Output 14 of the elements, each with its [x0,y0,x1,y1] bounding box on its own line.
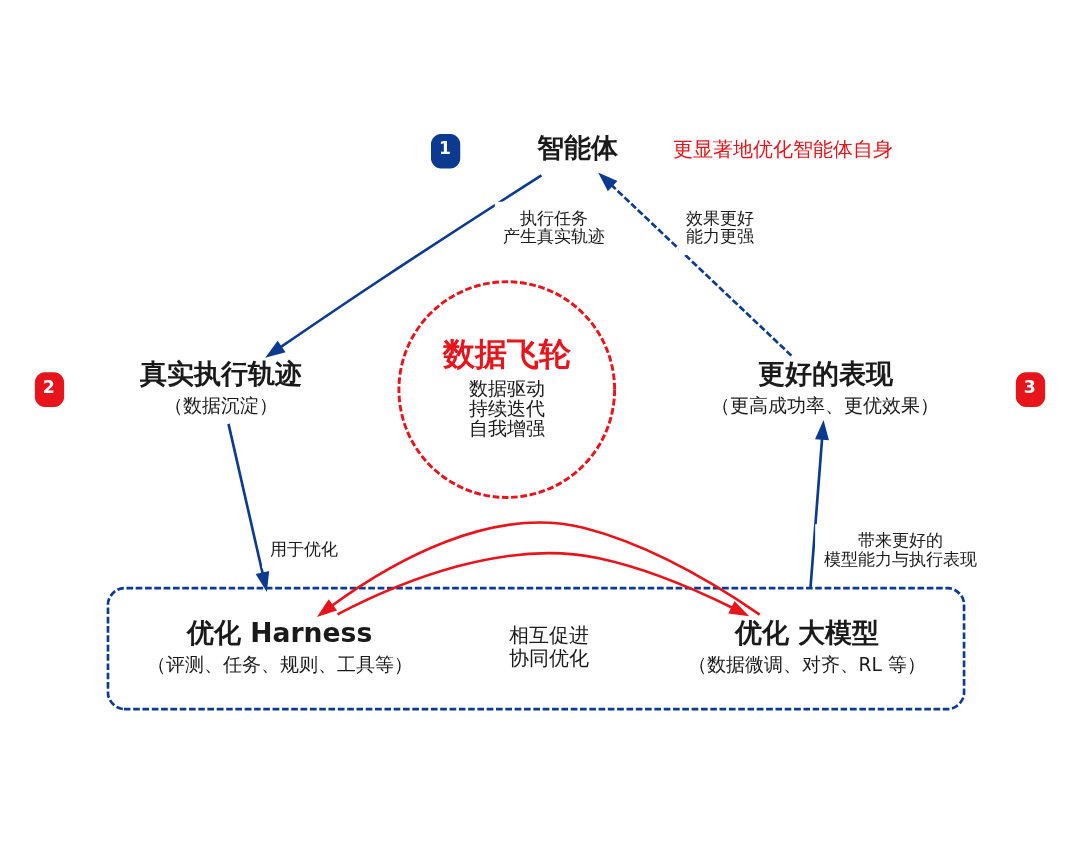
edge-label: 执行任务产生真实轨迹 [503,207,606,246]
label: 1 [438,137,451,158]
edge-label: 效果更好能力更强 [686,207,755,246]
node-text: 真实执行轨迹 （数据沉淀） [139,357,302,416]
label: 2 [42,376,55,397]
node-text: 更好的表现 （更高成功率、更优效果） [711,357,940,416]
node-text: 智能体 [537,131,619,163]
edge-label: 用于优化 [270,538,339,559]
label: 更显著地优化智能体自身 [672,137,893,161]
node-text: 优化 Harness （评测、任务、规则、工具等） [146,616,413,675]
edge-label: 带来更好的模型能力与执行表现 [823,529,977,569]
label: 3 [1023,376,1036,397]
node-text: 优化 大模型 （数据微调、对齐、RL 等） [687,616,926,675]
label: 相互促进协同优化 [508,623,589,670]
